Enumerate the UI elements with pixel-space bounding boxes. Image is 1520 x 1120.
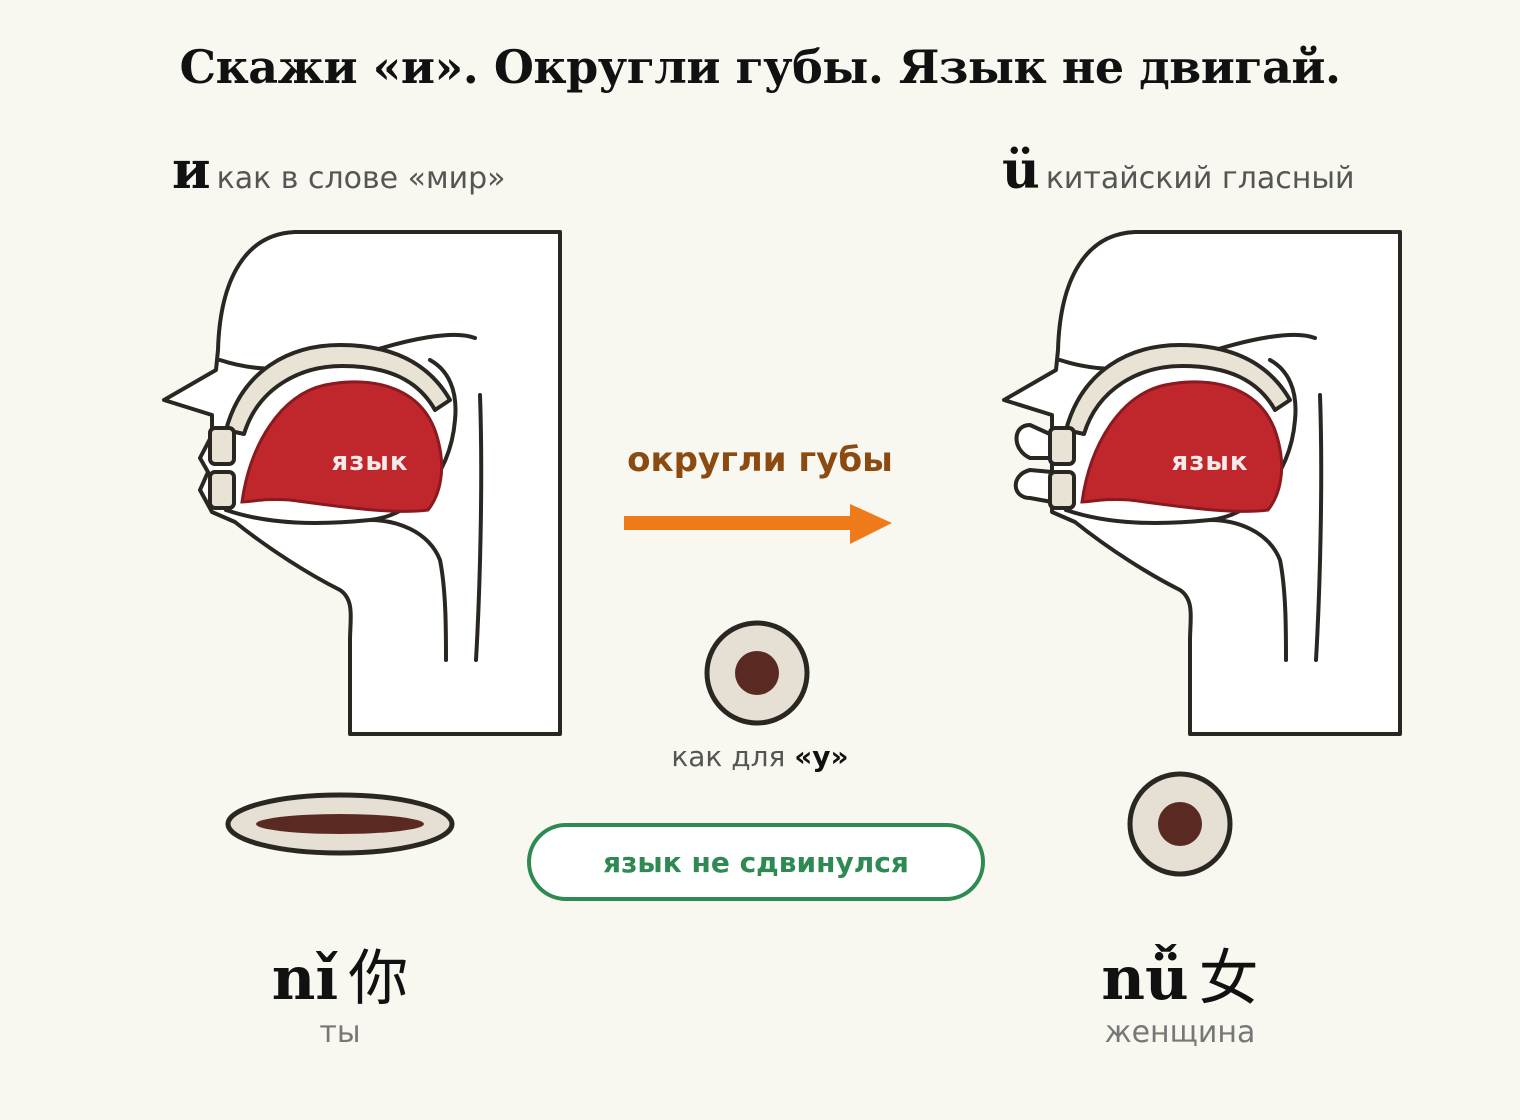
right-gloss: женщина: [1104, 1015, 1256, 1050]
arrow-label: округли губы: [627, 440, 893, 480]
right-vowel-letter: ü: [1002, 140, 1040, 201]
right-vowel-caption: китайский гласный: [1045, 161, 1355, 196]
left-hanzi: 你: [348, 944, 409, 1014]
left-palate-band: [224, 343, 452, 436]
page-title: Скажи «и». Округли губы. Язык не двигай.: [179, 40, 1341, 94]
arrow-right-icon: [624, 504, 892, 544]
right-palate-band: [1064, 343, 1292, 436]
left-tongue-label: язык: [332, 447, 409, 477]
like-u-caption: как для «у»: [590, 740, 930, 773]
left-head-profile: язык: [162, 230, 562, 736]
right-head-profile: язык: [1002, 230, 1402, 736]
left-lower-tooth: [208, 470, 236, 510]
left-vowel-caption: как в слове «мир»: [216, 161, 506, 196]
like-u-sound: «у»: [794, 740, 849, 773]
right-throat-line: [1314, 393, 1324, 662]
left-throat-line: [474, 393, 484, 662]
right-upper-tooth: [1048, 426, 1076, 466]
left-pinyin: nǐ: [271, 944, 339, 1014]
right-tongue-label: язык: [1172, 447, 1249, 477]
right-neck-inner: [1208, 518, 1288, 662]
tongue-unchanged-note: язык не сдвинулся: [527, 823, 985, 901]
left-tongue: [240, 380, 444, 513]
spread-lips-icon: [225, 792, 455, 856]
left-neck-inner: [368, 518, 448, 662]
left-gloss: ты: [319, 1015, 361, 1050]
like-u-prefix: как для: [671, 740, 786, 773]
right-tongue: [1080, 380, 1284, 513]
left-upper-tooth: [208, 426, 236, 466]
rounded-lips-icon: [704, 620, 810, 726]
left-vowel-letter: и: [172, 140, 211, 201]
right-pinyin: nǚ: [1101, 944, 1189, 1014]
right-hanzi: 女: [1198, 944, 1259, 1014]
right-lower-tooth: [1048, 470, 1076, 510]
rounded-lips-right-icon: [1127, 771, 1233, 877]
